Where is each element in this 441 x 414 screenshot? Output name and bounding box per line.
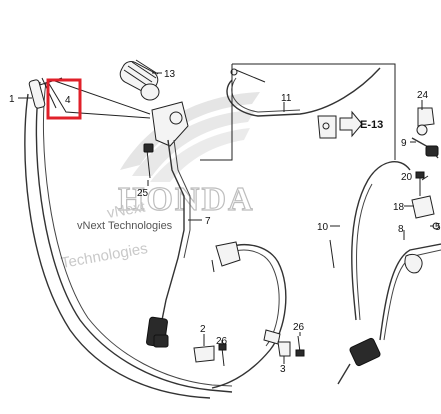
callout-1: 1 [9, 94, 15, 105]
throttle-cable-assembly [24, 77, 233, 399]
callout-13: 13 [164, 69, 176, 80]
callout-4: 4 [65, 95, 71, 106]
leader-lines [18, 72, 434, 364]
brake-cables-right [329, 161, 441, 341]
clip-2 [193, 340, 215, 363]
callout-18: 18 [393, 202, 405, 213]
center-cable-loop [211, 241, 287, 389]
bolt-26-right [295, 335, 305, 357]
highlight-box [46, 78, 82, 120]
callout-labels: 1 4 13 11 24 9 25 7 20 18 10 8 5 2 26 26… [9, 69, 441, 375]
callout-25: 25 [137, 188, 149, 199]
callout-11: 11 [281, 93, 292, 104]
reference-label-e13: E-13 [360, 119, 383, 131]
callout-26-right: 26 [293, 322, 305, 333]
reference-arrow-e13: E-13 [339, 110, 383, 138]
watermark-vnext-technologies: vNext Technologies [77, 220, 173, 232]
throttle-housing [146, 101, 191, 348]
honda-wing-logo [120, 92, 260, 182]
callout-24: 24 [417, 90, 429, 101]
inset-bracket [317, 115, 337, 139]
callout-2: 2 [200, 324, 206, 335]
callout-5: 5 [435, 222, 441, 233]
lever-bracket-18 [411, 171, 440, 230]
watermark-technologies: Technologies [60, 240, 149, 272]
callout-8: 8 [398, 224, 404, 235]
watermark-vnext: vNext [106, 198, 148, 222]
callout-7: 7 [205, 216, 211, 227]
callout-26-left: 26 [216, 336, 228, 347]
callout-10: 10 [317, 222, 329, 233]
part-24-clutch-switch [411, 107, 439, 159]
bolt-26-left [218, 343, 227, 367]
callout-3: 3 [280, 364, 286, 375]
bolt-25 [143, 143, 154, 179]
callout-9: 9 [401, 138, 407, 149]
choke-cable-11 [200, 63, 396, 161]
lower-connector-right [337, 337, 381, 385]
callout-20: 20 [401, 172, 413, 183]
clip-3 [263, 329, 291, 357]
throttle-grip [119, 59, 160, 101]
